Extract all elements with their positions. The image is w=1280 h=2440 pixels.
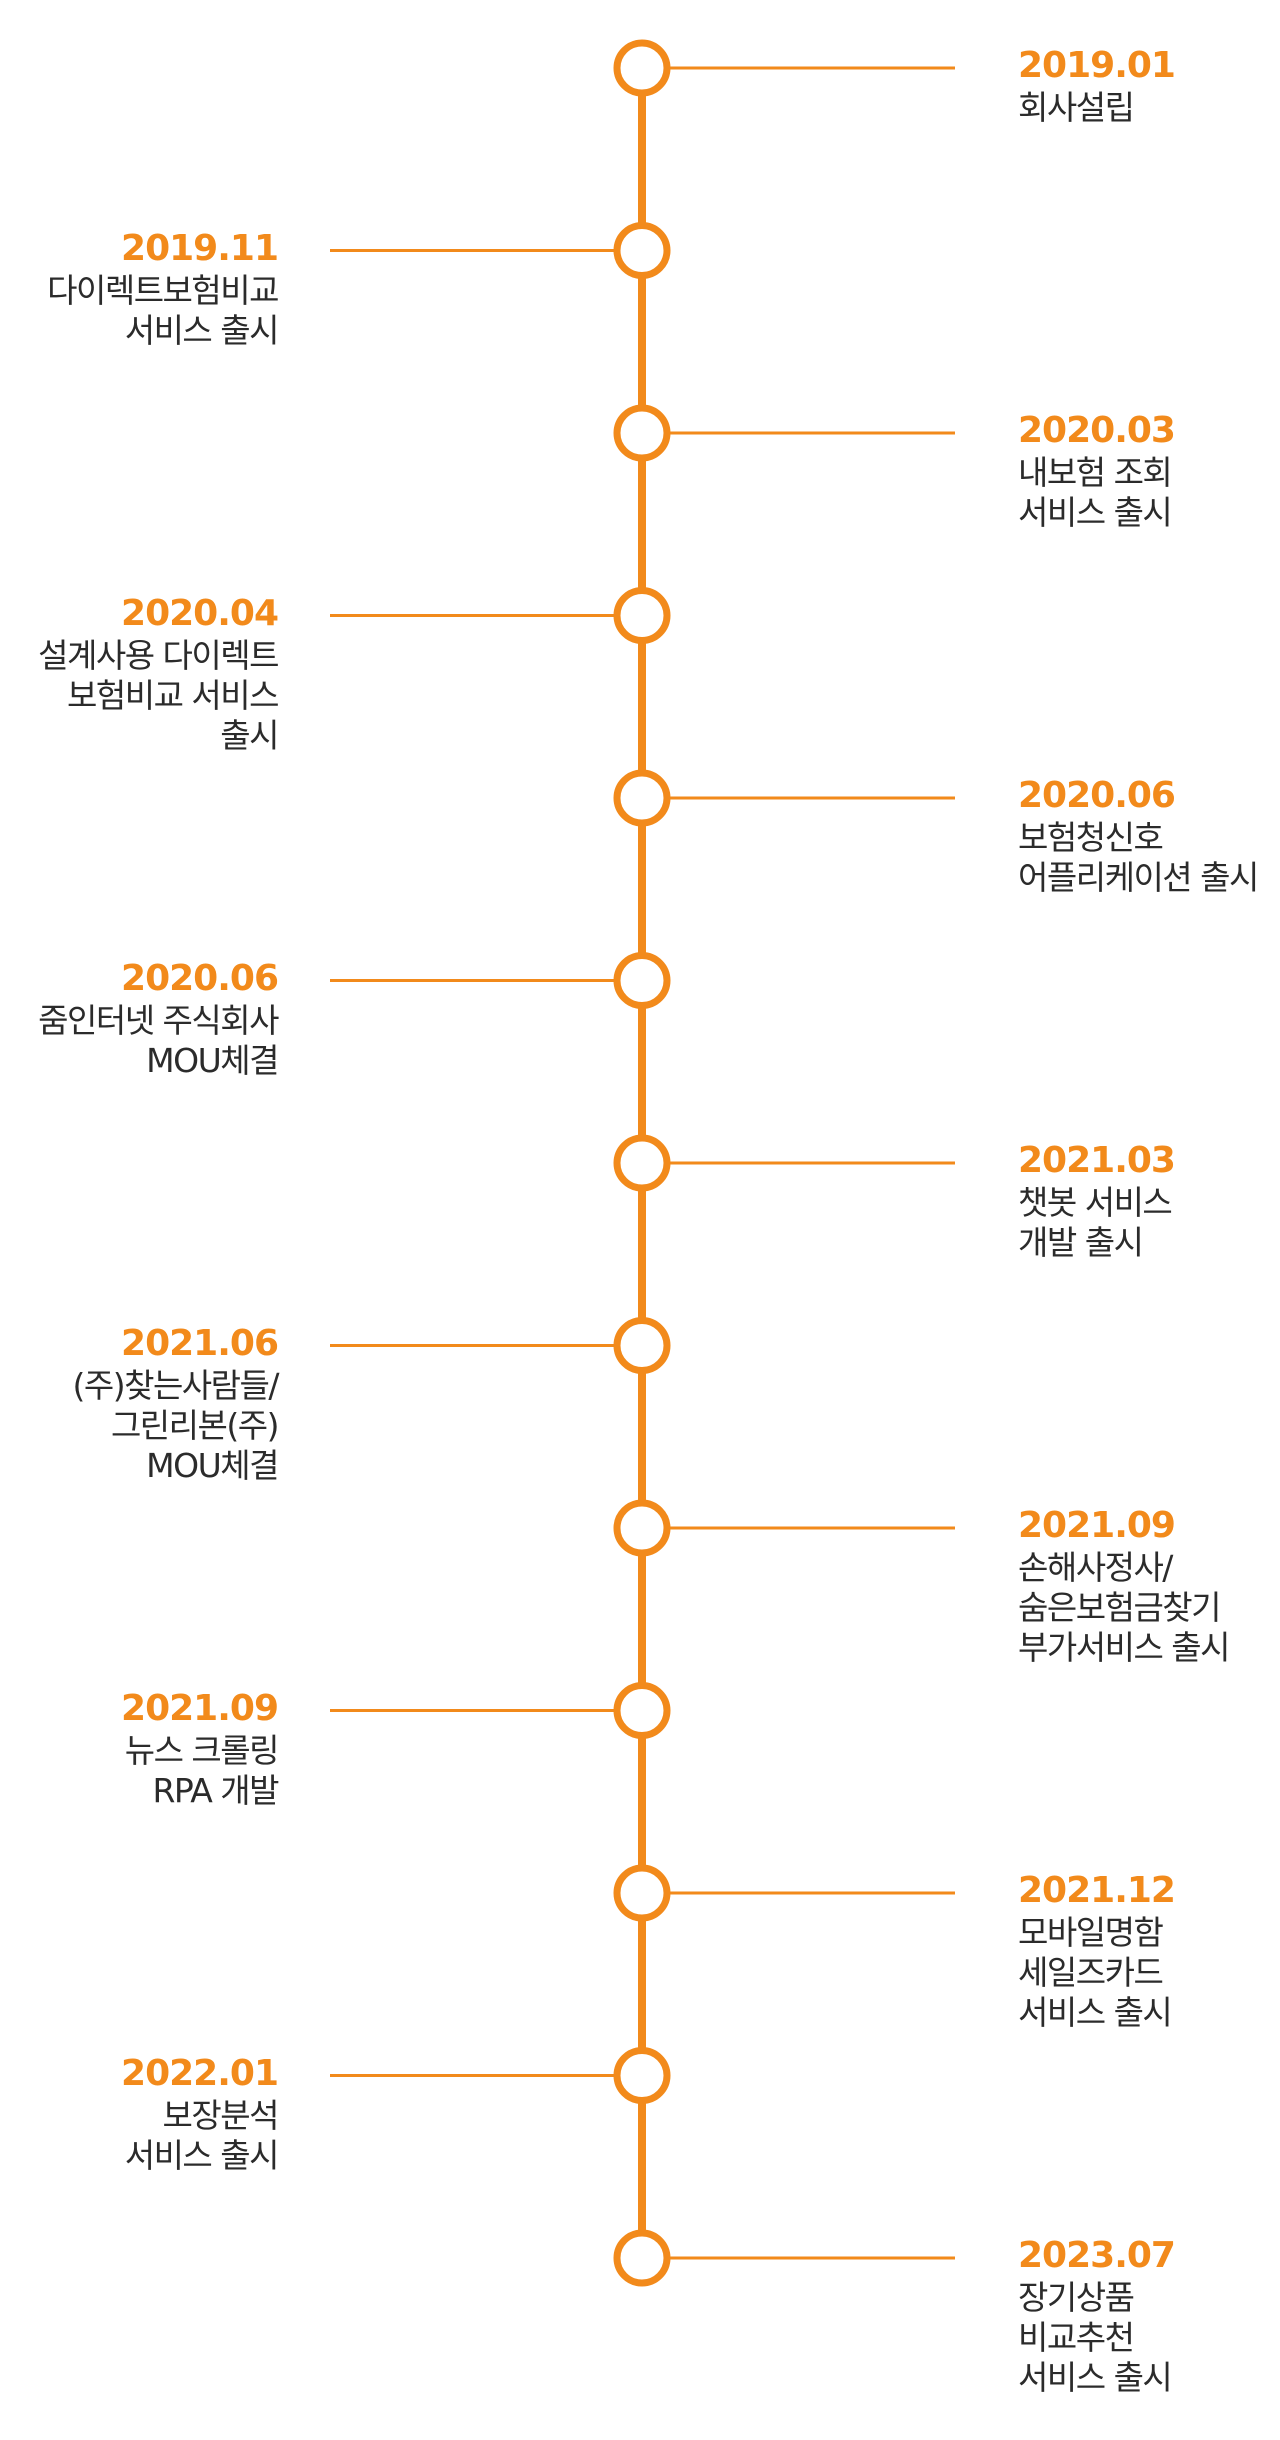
event-date: 2021.06	[121, 1322, 279, 1364]
event-date: 2020.06	[121, 957, 279, 999]
timeline-node	[613, 1499, 671, 1557]
timeline-node	[613, 952, 671, 1009]
timeline-event-left: 2021.06(주)찾는사람들/ 그린리본(주) MOU체결	[0, 1322, 279, 1486]
event-date: 2021.03	[1018, 1140, 1176, 1181]
timeline-node	[613, 222, 671, 279]
event-description: 손해사정사/ 숨은보험금찾기 부가서비스 출시	[1018, 1548, 1231, 1667]
event-date: 2019.11	[121, 227, 279, 269]
event-description: 뉴스 크롤링 RPA 개발	[124, 1730, 280, 1810]
event-date: 2021.09	[1018, 1505, 1176, 1546]
event-description: 다이렉트보험비교 서비스 출시	[47, 270, 279, 350]
event-description: 회사설립	[1018, 88, 1135, 127]
timeline-node	[613, 2229, 671, 2287]
timeline-node	[613, 1134, 671, 1192]
timeline-node	[613, 39, 671, 97]
event-description: 보험청신호 어플리케이션 출시	[1018, 818, 1259, 897]
event-description: 챗봇 서비스 개발 출시	[1018, 1183, 1173, 1262]
event-description: 내보험 조회 서비스 출시	[1018, 453, 1173, 532]
event-date: 2022.01	[121, 2052, 279, 2094]
event-date: 2020.06	[1018, 775, 1176, 816]
event-description: 보장분석 서비스 출시	[124, 2095, 280, 2175]
event-date: 2023.07	[1018, 2235, 1176, 2276]
timeline-node	[613, 587, 671, 644]
timeline-node	[613, 769, 671, 827]
timeline-node	[613, 1317, 671, 1374]
event-description: 줌인터넷 주식회사 MOU체결	[38, 1000, 279, 1080]
timeline-node	[613, 1864, 671, 1922]
event-description: 설계사용 다이렉트 보험비교 서비스 출시	[38, 635, 279, 755]
event-date: 2021.09	[121, 1687, 279, 1729]
event-description: 모바일명함 세일즈카드 서비스 출시	[1018, 1913, 1173, 2032]
event-date: 2021.12	[1018, 1870, 1176, 1911]
timeline-node	[613, 404, 671, 462]
event-description: (주)찾는사람들/ 그린리본(주) MOU체결	[72, 1365, 279, 1485]
event-date: 2020.03	[1018, 410, 1176, 451]
event-description: 장기상품 비교추천 서비스 출시	[1018, 2278, 1173, 2397]
event-date: 2020.04	[121, 592, 279, 634]
timeline-node	[613, 1682, 671, 1739]
event-date: 2019.01	[1018, 45, 1176, 86]
timeline-node	[613, 2047, 671, 2104]
